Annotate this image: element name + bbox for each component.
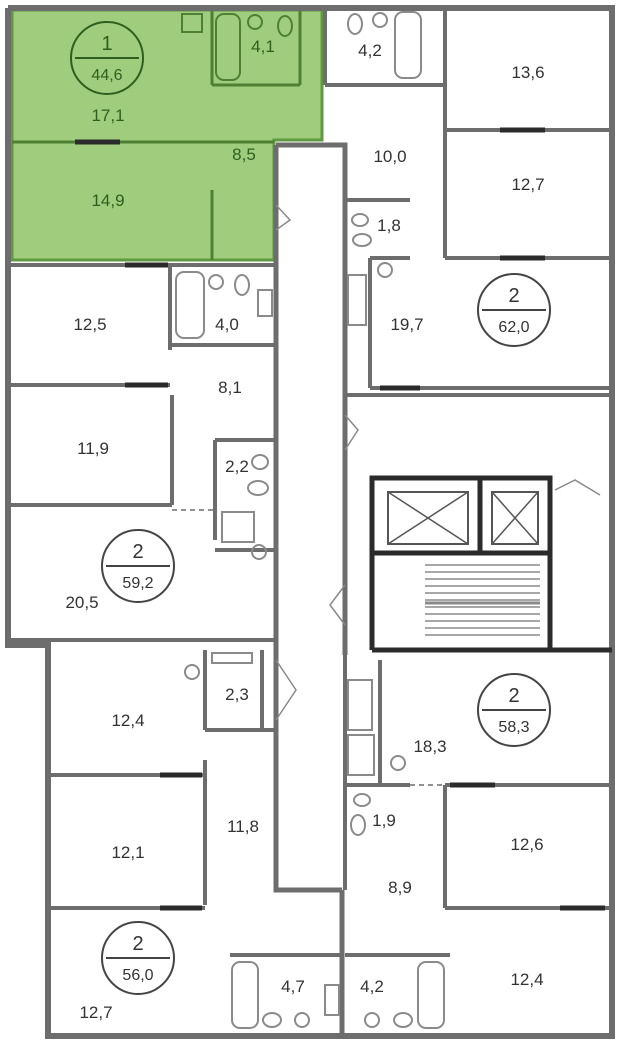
washer-icon xyxy=(181,13,203,33)
elevator-core xyxy=(369,475,612,653)
sink-icon xyxy=(247,14,263,30)
elevator-shaft-icon xyxy=(491,491,539,545)
room-area-label: 13,6 xyxy=(511,63,544,82)
north-east-apartment-walls xyxy=(323,8,612,397)
room-area-label: 12,1 xyxy=(111,843,144,862)
apartment-rooms-count: 2 xyxy=(508,285,519,307)
room-area-label: 12,7 xyxy=(511,175,544,194)
outer-walls xyxy=(5,5,615,1039)
room-area-label: 12,5 xyxy=(73,315,106,334)
room-area-label: 4,7 xyxy=(281,977,305,996)
room-area-label: 1,8 xyxy=(377,216,401,235)
elevator-shaft-icon xyxy=(387,491,469,545)
apartment-badge xyxy=(101,921,175,995)
room-area-label: 4,1 xyxy=(251,37,275,56)
apartment-area: 44,6 xyxy=(91,67,122,84)
room-area-label: 18,3 xyxy=(413,737,446,756)
apartment-rooms-count: 1 xyxy=(101,33,112,55)
apartment-rooms-count: 2 xyxy=(508,685,519,707)
bathtub-icon xyxy=(215,13,241,81)
apartment-rooms-count: 2 xyxy=(132,541,143,563)
room-area-label: 8,5 xyxy=(232,145,256,164)
toilet-icon xyxy=(277,15,293,37)
room-area-label: 17,1 xyxy=(91,106,124,125)
room-area-label: 12,6 xyxy=(510,835,543,854)
room-area-label: 12,7 xyxy=(79,1003,112,1022)
apartment-badge xyxy=(477,673,551,747)
room-area-label: 11,9 xyxy=(77,439,109,458)
apartment-rooms-count: 2 xyxy=(132,933,143,955)
apartment-labels: 1 44,6 2 62,0 2 59,2 2 58,3 2 56,0 xyxy=(91,33,529,984)
apartment-area: 59,2 xyxy=(122,575,153,592)
south-east-apartment-walls xyxy=(343,655,612,957)
apartment-badge xyxy=(101,529,175,603)
room-area-label: 20,5 xyxy=(65,593,98,612)
apartment-badge xyxy=(477,273,551,347)
room-area-label: 8,1 xyxy=(218,378,242,397)
south-west-fixtures xyxy=(184,652,340,1029)
corridor-walls xyxy=(273,142,348,1036)
room-area-label: 19,7 xyxy=(390,315,423,334)
room-area-label: 8,9 xyxy=(388,878,412,897)
room-area-label: 2,2 xyxy=(225,457,249,476)
room-area-label: 4,0 xyxy=(215,315,239,334)
staircase-icon xyxy=(425,564,540,636)
room-area-label: 11,8 xyxy=(227,817,259,836)
room-area-label: 4,2 xyxy=(360,977,384,996)
room-area-label: 14,9 xyxy=(91,191,124,210)
apartment-badges xyxy=(70,21,551,995)
door-swings xyxy=(275,204,601,721)
apartment-area: 62,0 xyxy=(498,319,529,336)
apartment-area: 58,3 xyxy=(498,719,529,736)
room-area-label: 10,0 xyxy=(373,147,406,166)
west-fixtures xyxy=(175,271,273,560)
room-area-label: 12,4 xyxy=(510,970,543,989)
room-area-label: 12,4 xyxy=(111,711,144,730)
apartment-area: 56,0 xyxy=(122,967,153,984)
south-east-fixtures xyxy=(347,679,445,1029)
room-area-label: 1,9 xyxy=(372,811,396,830)
room-area-label: 4,2 xyxy=(358,41,382,60)
apartment-badge xyxy=(70,21,144,95)
north-east-fixtures xyxy=(347,11,422,326)
room-area-labels: 17,1 4,1 8,5 14,9 4,2 13,6 10,0 12,7 1,8… xyxy=(65,37,544,1022)
apartment-1-highlight[interactable] xyxy=(10,8,324,262)
room-area-label: 2,3 xyxy=(225,685,249,704)
